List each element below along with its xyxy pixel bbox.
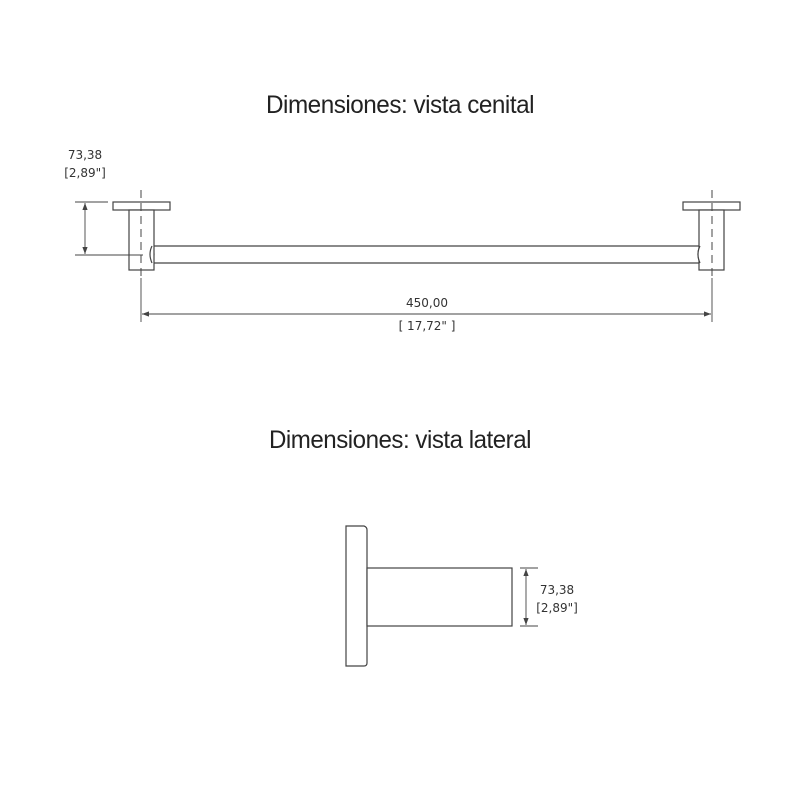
length-mm: 450,00 [406, 296, 448, 310]
side-post [366, 567, 513, 627]
towel-bar-top-view [112, 190, 741, 322]
side-view-title: Dimensiones: vista lateral [269, 426, 531, 454]
wall-plate [345, 525, 368, 667]
top-height-dimension: 73,38 [2,89"] [64, 148, 143, 256]
bar [151, 245, 701, 264]
side-height-in: [2,89"] [536, 601, 578, 615]
top-height-in: [2,89"] [64, 166, 106, 180]
towel-bar-side-view [345, 525, 513, 667]
top-height-mm: 73,38 [68, 148, 102, 162]
side-height-dimension: 73,38 [2,89"] [520, 567, 578, 627]
length-dimension: 450,00 [ 17,72" ] [142, 296, 711, 333]
side-height-mm: 73,38 [540, 583, 574, 597]
top-view-title: Dimensiones: vista cenital [266, 91, 534, 119]
length-in: [ 17,72" ] [399, 319, 456, 333]
